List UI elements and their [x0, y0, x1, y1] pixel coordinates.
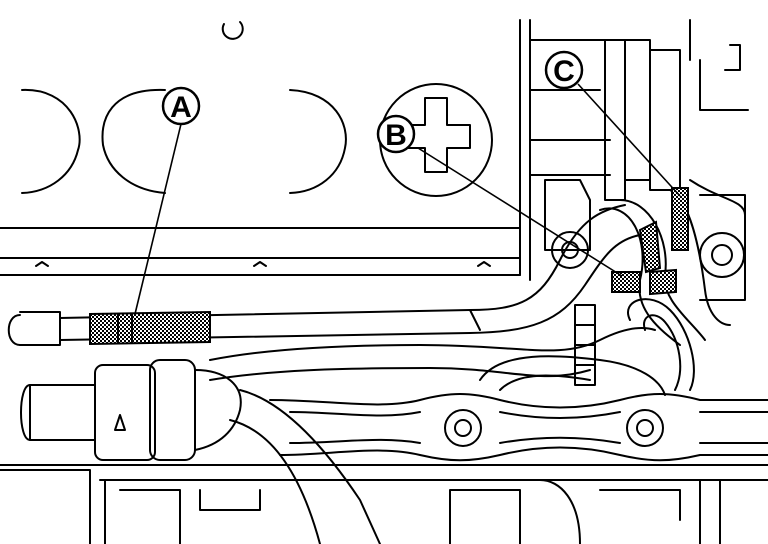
battery-edge	[0, 19, 531, 281]
callout-c-label: C	[553, 55, 575, 88]
callout-a: A	[161, 86, 201, 126]
tape-wrap-b	[611, 271, 641, 293]
battery-cell-arcs	[21, 88, 347, 194]
harness-tube-upper	[7, 204, 641, 346]
tube-clamps	[574, 304, 596, 386]
bottom-structures	[0, 469, 721, 544]
callout-b-label: B	[385, 119, 407, 152]
tape-wrap-c	[671, 187, 689, 251]
leader-line-a	[134, 123, 182, 315]
lower-frame-rail	[0, 393, 768, 481]
tape-wrap-b-upper	[638, 220, 662, 274]
connector-housing	[20, 359, 381, 544]
leader-lines	[134, 83, 681, 315]
top-ring	[221, 21, 244, 40]
tape-wraps	[89, 187, 689, 346]
callout-c: C	[544, 50, 584, 90]
callout-b: B	[376, 114, 416, 154]
tape-wrap-a	[89, 310, 211, 346]
callout-a-label: A	[170, 91, 192, 124]
leader-line-c	[577, 83, 681, 197]
leader-line-b	[417, 147, 623, 277]
right-bracket-assembly	[529, 19, 749, 301]
tape-wrap-c-lower	[649, 268, 677, 296]
